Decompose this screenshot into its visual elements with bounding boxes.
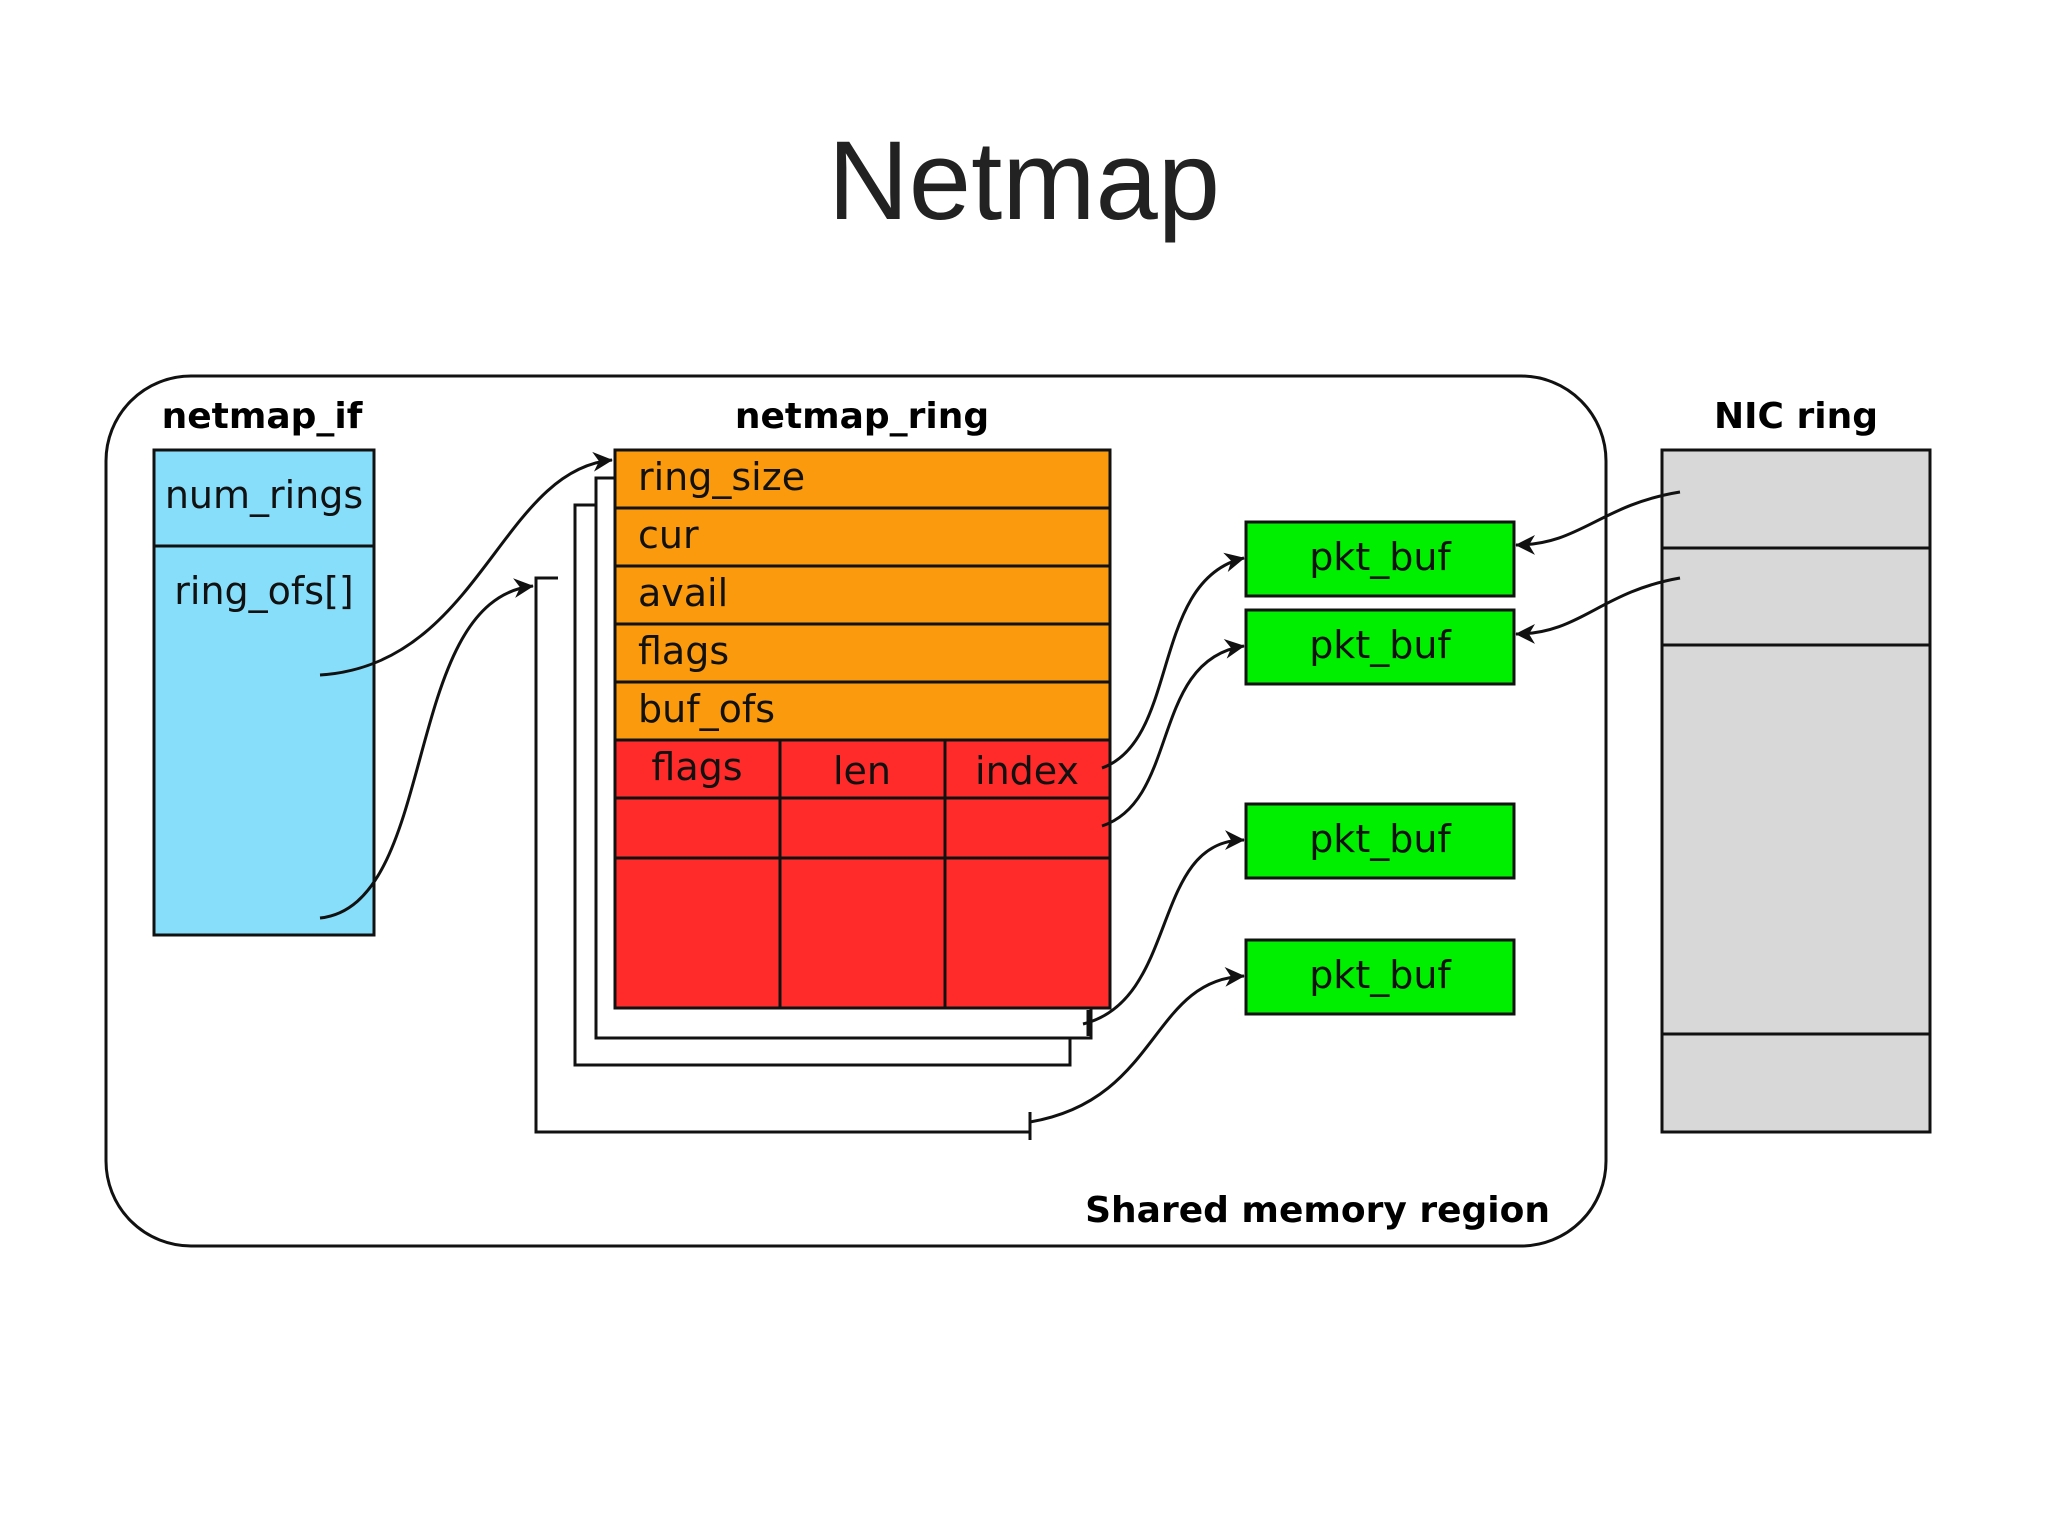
slot-index-column: index [975, 749, 1079, 793]
ring-size-field: ring_size [638, 455, 805, 499]
cur-field: cur [638, 513, 699, 557]
netmap-ring-slots-box [613, 738, 1112, 1010]
nic-ring-header: NIC ring [1714, 396, 1878, 437]
netmap-ring-fields-box [613, 448, 1112, 742]
avail-field: avail [638, 571, 728, 615]
arrow-index-to-pkt-buf-2 [1101, 639, 1245, 828]
arrow-ring-ofs-to-ring [319, 451, 613, 677]
pkt-buf-box-3 [1244, 802, 1516, 880]
pkt-buf-label-3: pkt_buf [1309, 817, 1452, 861]
slide-title: Netmap [827, 118, 1221, 243]
pkt-buf-box-4 [1244, 938, 1516, 1016]
nic-ring-box [1660, 448, 1932, 1134]
arrow-nic-to-pkt-buf-2 [1515, 576, 1681, 644]
shared-memory-region-label: Shared memory region [1085, 1190, 1550, 1231]
arrow-stack-to-pkt-buf-3 [1082, 830, 1245, 1026]
flags-field: flags [638, 629, 729, 673]
shared-memory-region [104, 374, 1608, 1248]
pkt-buf-label-2: pkt_buf [1309, 623, 1452, 667]
netmap-if-header: netmap_if [162, 396, 363, 437]
arrow-nic-to-pkt-buf-1 [1515, 490, 1681, 555]
ring-ofs-field: ring_ofs[] [174, 569, 353, 613]
arrow-index-to-pkt-buf-1 [1101, 552, 1245, 770]
pkt-buf-label-1: pkt_buf [1309, 535, 1452, 579]
pkt-buf-box-2 [1244, 608, 1516, 686]
slot-flags-column: flags [651, 745, 742, 789]
arrow-stack-to-pkt-buf-4 [1029, 966, 1245, 1124]
arrow-ring-ofs-to-ring-3 [319, 578, 534, 920]
netmap-ring-header: netmap_ring [735, 396, 989, 437]
pkt-buf-box-1 [1244, 520, 1516, 598]
pkt-buf-label-4: pkt_buf [1309, 953, 1452, 997]
netmap-if-box [152, 448, 376, 937]
num-rings-field: num_rings [165, 473, 363, 517]
ring-stack-outline-3 [534, 576, 1030, 1134]
buf-ofs-field: buf_ofs [638, 687, 775, 731]
slot-len-column: len [833, 749, 891, 793]
